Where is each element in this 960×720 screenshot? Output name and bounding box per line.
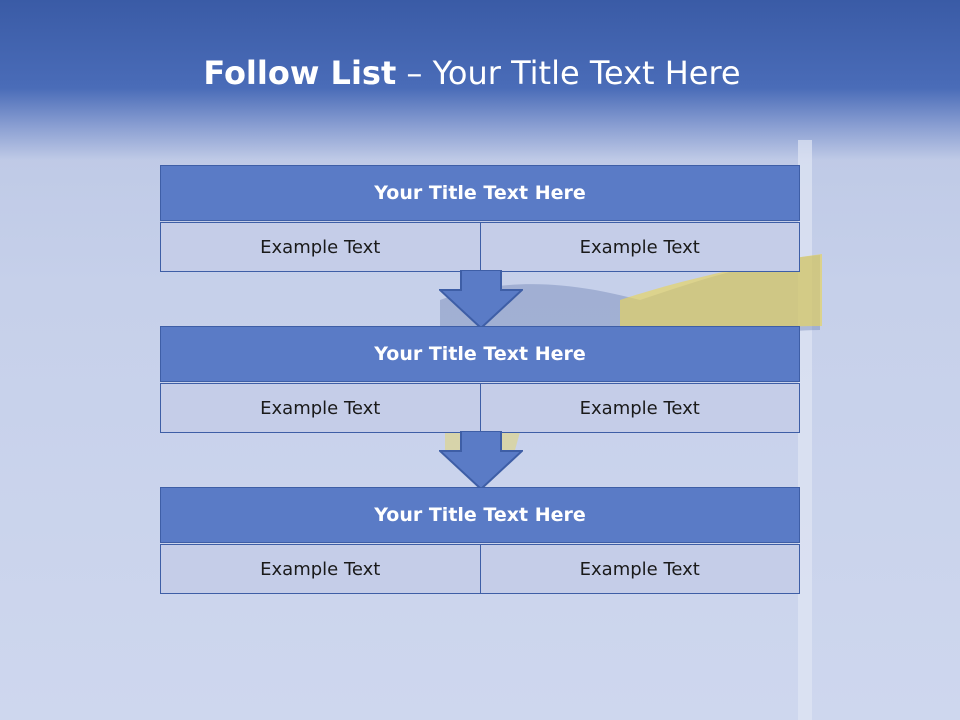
step-1: Your Title Text Here Example Text Exampl… bbox=[160, 165, 800, 272]
slide-title-rest: – Your Title Text Here bbox=[396, 54, 741, 92]
slide-title: Follow List – Your Title Text Here bbox=[0, 54, 944, 92]
step-title: Your Title Text Here bbox=[160, 487, 800, 543]
slide-title-bold: Follow List bbox=[203, 54, 397, 92]
step-cell-left: Example Text bbox=[160, 383, 481, 433]
step-3: Your Title Text Here Example Text Exampl… bbox=[160, 487, 800, 594]
step-row: Example Text Example Text bbox=[160, 544, 800, 594]
step-cell-right: Example Text bbox=[480, 544, 800, 594]
step-cell-right: Example Text bbox=[480, 222, 800, 272]
step-2: Your Title Text Here Example Text Exampl… bbox=[160, 326, 800, 433]
arrow-down-icon bbox=[439, 431, 523, 491]
step-cell-left: Example Text bbox=[160, 222, 481, 272]
step-row: Example Text Example Text bbox=[160, 383, 800, 433]
step-title: Your Title Text Here bbox=[160, 326, 800, 382]
step-cell-left: Example Text bbox=[160, 544, 481, 594]
step-title: Your Title Text Here bbox=[160, 165, 800, 221]
step-cell-right: Example Text bbox=[480, 383, 800, 433]
header-band bbox=[0, 0, 960, 160]
flagpole bbox=[798, 140, 812, 720]
step-row: Example Text Example Text bbox=[160, 222, 800, 272]
arrow-down-icon bbox=[439, 270, 523, 330]
